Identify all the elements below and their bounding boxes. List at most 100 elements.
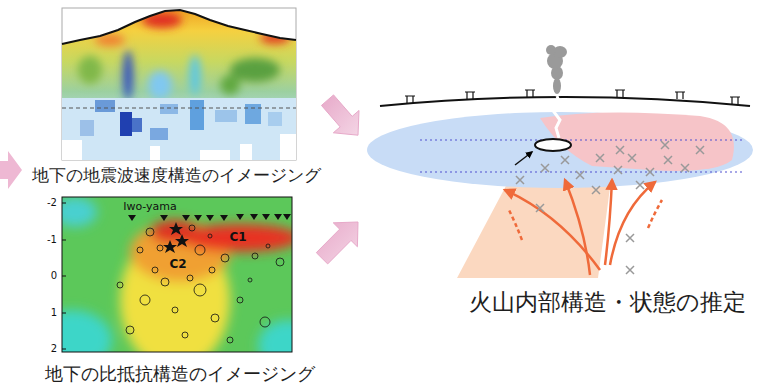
velocity-section <box>148 71 172 99</box>
resistivity-section <box>262 214 270 220</box>
velocity-section <box>189 55 201 95</box>
resistivity-section <box>161 278 169 286</box>
resistivity-section <box>220 215 228 221</box>
caption: 地下の比抵抗構造のイメージング <box>45 362 315 385</box>
resistivity-section <box>187 275 193 281</box>
resistivity-section <box>194 284 206 296</box>
volcano-schematic <box>516 176 524 184</box>
caption: 火山内部構造・状態の推定 <box>469 288 746 318</box>
resistivity-section <box>117 225 284 343</box>
resistivity-section <box>62 203 66 349</box>
velocity-section <box>123 50 133 100</box>
volcano-schematic <box>465 92 475 99</box>
resistivity-section <box>250 214 258 220</box>
volcano-schematic <box>646 168 654 176</box>
region-label: C2 <box>169 258 186 270</box>
velocity-section <box>150 146 160 160</box>
resistivity-section <box>128 214 291 253</box>
volcano-schematic <box>525 90 535 97</box>
resistivity-section <box>211 314 219 322</box>
velocity-section <box>245 104 261 124</box>
resistivity-section <box>189 225 195 231</box>
volcano-schematic <box>505 190 600 270</box>
resistivity-section <box>283 214 291 220</box>
axis-tick: -1 <box>47 235 57 245</box>
volcano-schematic <box>681 164 689 172</box>
resistivity-section <box>227 337 233 343</box>
resistivity-section <box>195 245 205 255</box>
image-panel: 地下の比抵抗構造のイメージング <box>38 192 322 387</box>
velocity-section <box>62 140 82 160</box>
volcano-schematic <box>615 90 625 97</box>
velocity-section <box>190 100 204 130</box>
velocity-section <box>268 112 282 126</box>
resistivity-section <box>182 332 188 338</box>
caption-group: 地下の地震波速度構造のイメージング <box>25 164 328 186</box>
volcano-schematic <box>596 154 604 162</box>
resistivity-section <box>137 247 143 253</box>
resistivity-section <box>146 228 154 236</box>
resistivity-section <box>62 313 66 314</box>
velocity-section <box>132 118 142 132</box>
volcano-schematic <box>367 45 753 278</box>
resistivity-section <box>62 310 112 352</box>
resistivity-section <box>150 220 200 244</box>
flow-arrow <box>321 95 359 135</box>
volcano-schematic <box>554 96 560 138</box>
velocity-section <box>62 8 296 160</box>
velocity-section <box>142 12 182 28</box>
velocity-section <box>220 75 240 95</box>
flow-arrow <box>316 222 358 264</box>
resistivity-section <box>208 234 212 238</box>
resistivity-section <box>248 278 252 282</box>
resistivity-section <box>152 267 158 273</box>
resistivity-section <box>140 295 150 305</box>
volcano-schematic <box>420 139 745 140</box>
volcano-schematic <box>636 181 644 189</box>
velocity-section <box>78 12 290 100</box>
volcano-schematic <box>675 92 685 99</box>
volcano-schematic <box>515 152 532 165</box>
velocity-section <box>240 144 252 160</box>
resistivity-section <box>206 215 214 221</box>
resistivity-section <box>128 215 136 221</box>
volcano-schematic <box>380 97 750 106</box>
volcano-schematic <box>508 208 522 240</box>
velocity-section <box>78 56 102 84</box>
resistivity-section <box>194 215 202 221</box>
volcano-schematic <box>505 180 662 275</box>
caption: 地下の地震波速度構造のイメージング <box>32 164 321 186</box>
resistivity-section <box>157 245 163 251</box>
axis-tick: 1 <box>51 308 57 318</box>
volcano-schematic <box>648 200 662 228</box>
volcano-schematic <box>535 139 571 151</box>
resistivity-section <box>32 197 318 370</box>
resistivity-section <box>172 307 178 313</box>
velocity-section <box>200 150 230 160</box>
image-panel: 地下の地震波速度構造のイメージング <box>25 5 328 188</box>
region-label: C1 <box>229 231 246 243</box>
volcano-schematic <box>626 234 634 242</box>
resistivity-section <box>274 214 282 220</box>
volcano-schematic <box>553 78 561 94</box>
volcano-schematic <box>610 182 655 265</box>
velocity-section <box>62 8 296 160</box>
side-arrow <box>0 151 22 189</box>
axis-tick: 2 <box>51 344 57 354</box>
volcano-schematic <box>546 45 567 94</box>
velocity-section <box>62 10 296 44</box>
schematic-panel: 火山内部構造・状態の推定 <box>358 40 756 320</box>
volcano-schematic <box>664 156 672 164</box>
volcano-schematic <box>565 180 590 275</box>
resistivity-section <box>236 214 244 220</box>
resistivity-section <box>160 215 168 221</box>
resistivity-section <box>62 240 66 241</box>
resistivity-section <box>237 297 243 303</box>
resistivity-section <box>258 320 292 352</box>
velocity-section <box>62 8 296 160</box>
resistivity-section <box>62 197 97 227</box>
volcano-schematic <box>405 96 415 103</box>
resistivity-section <box>169 222 183 235</box>
